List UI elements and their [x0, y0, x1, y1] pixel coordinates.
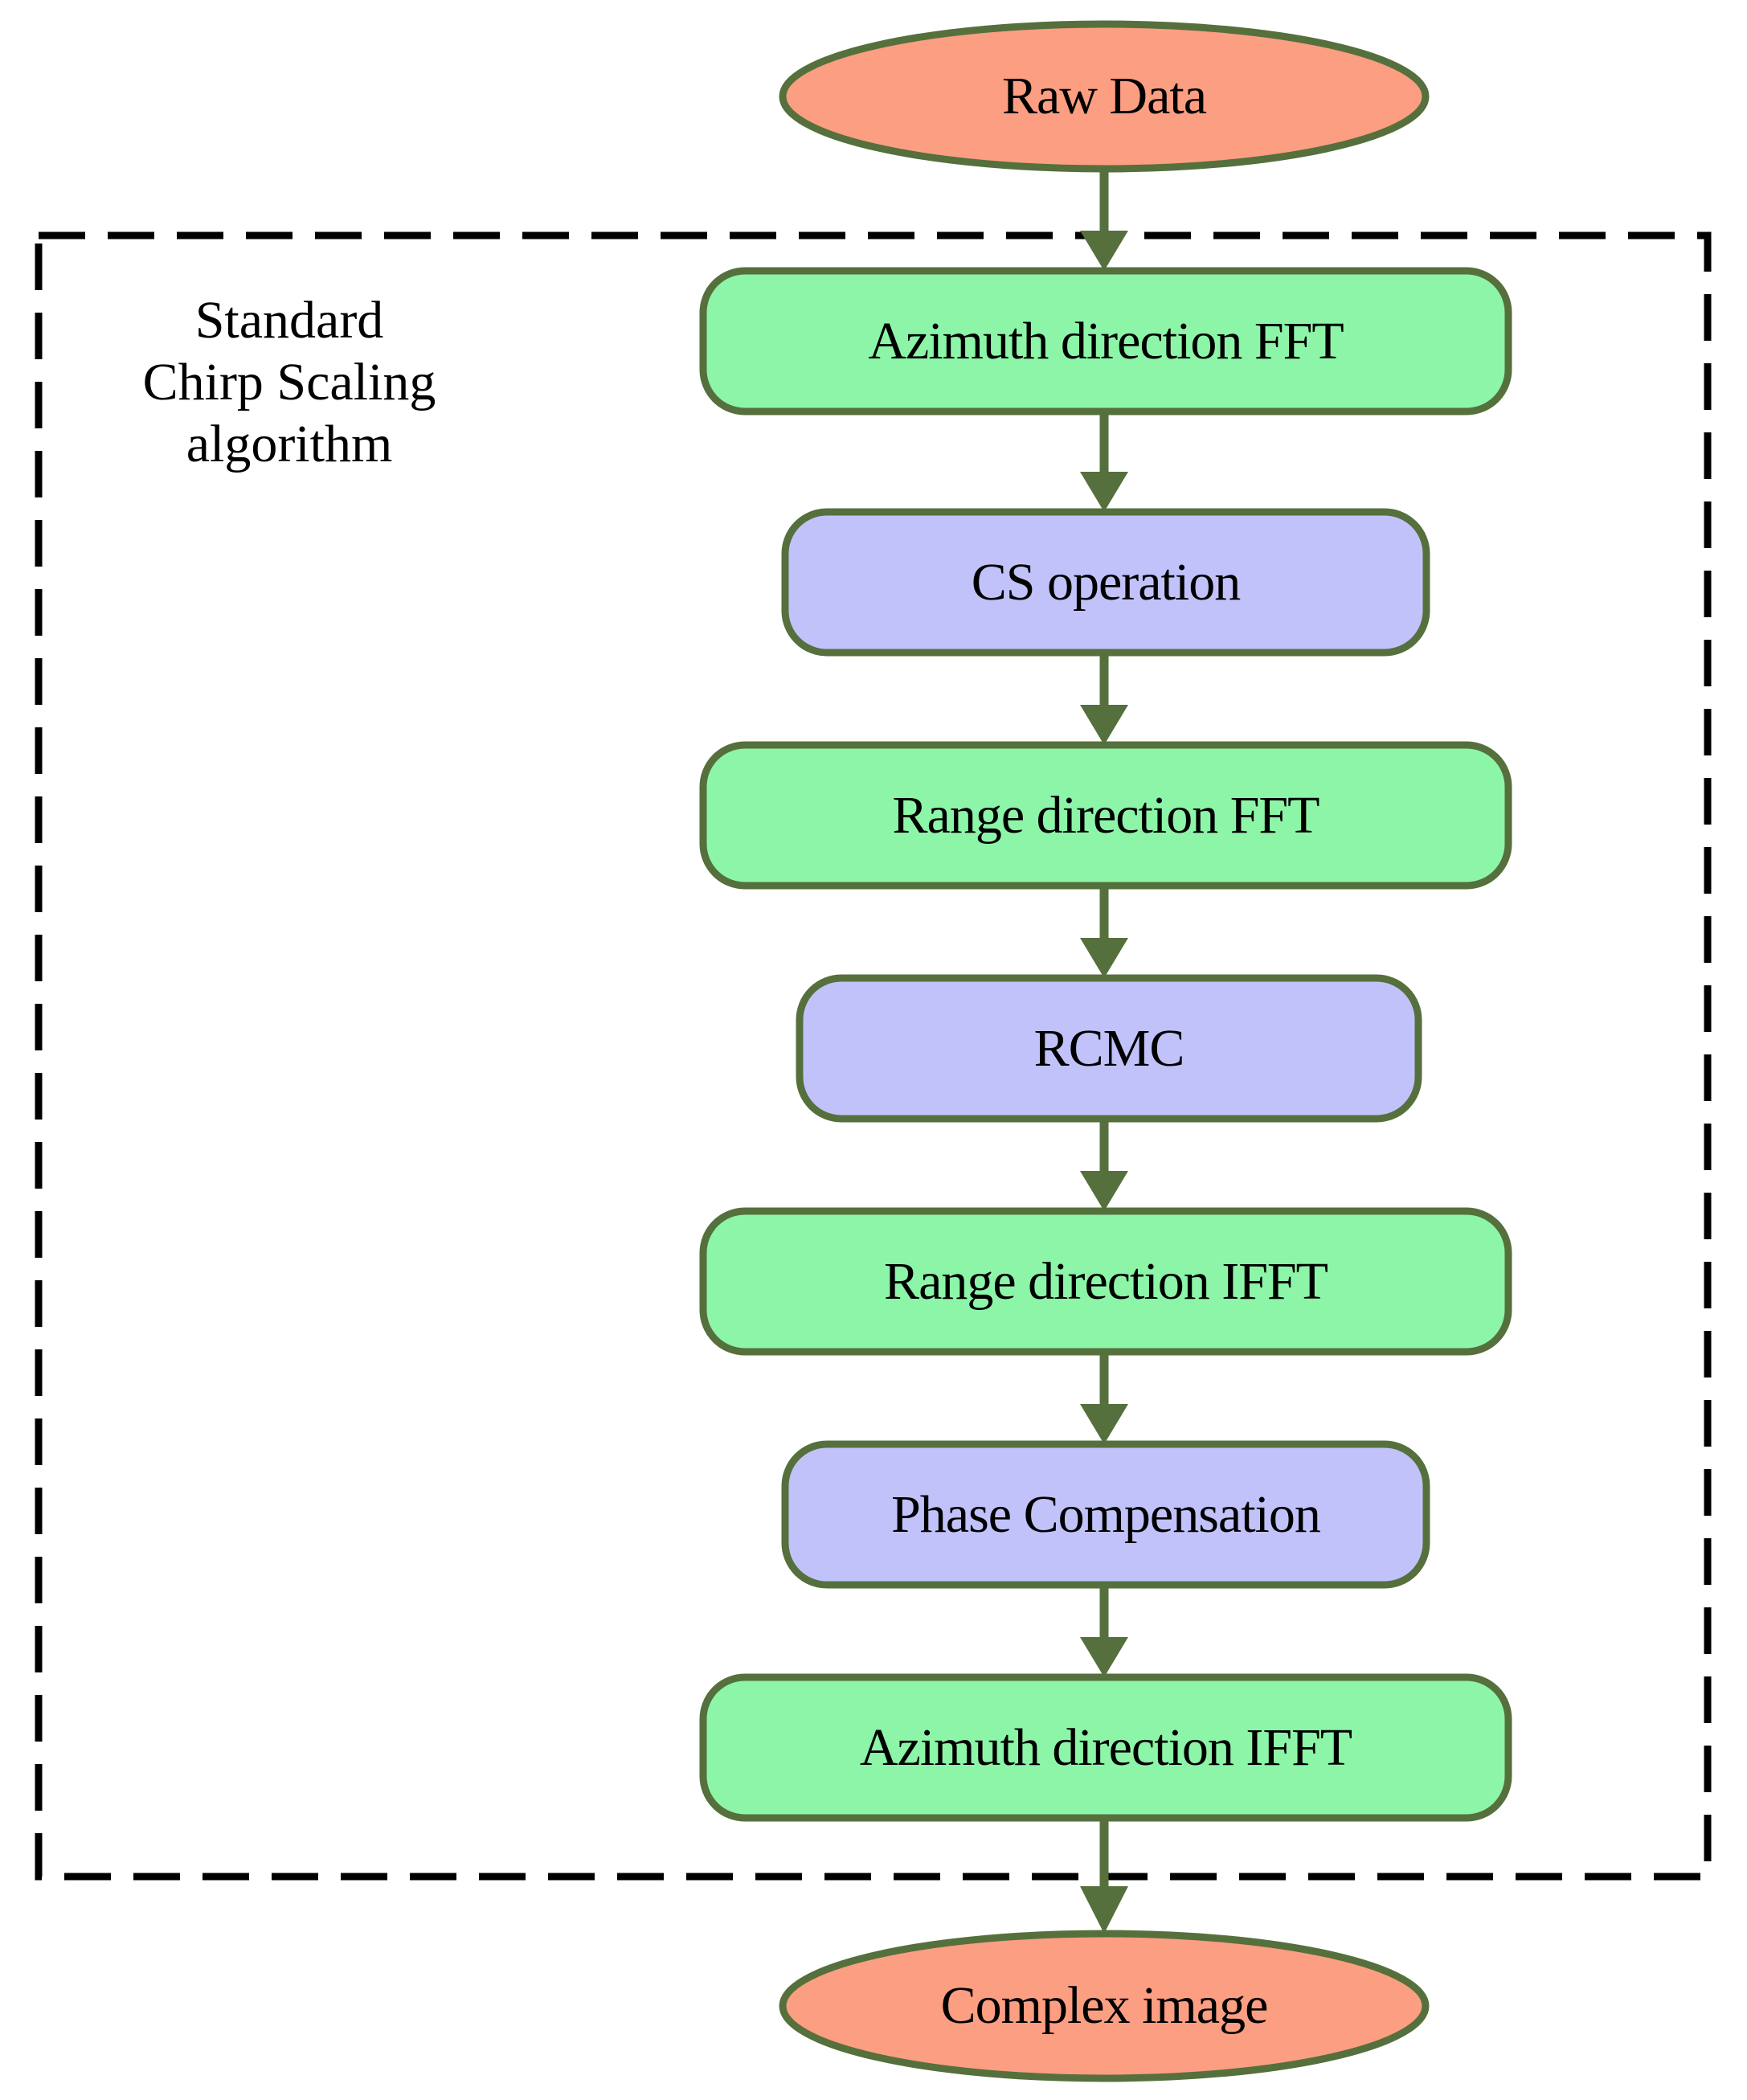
group-caption: Standard Chirp Scaling algorithm: [80, 289, 498, 476]
group-caption-line-2: Chirp Scaling: [142, 353, 436, 412]
edge-rcmc-to-range-ifft: [1080, 1119, 1128, 1211]
group-boundary-dashed-rect: [35, 231, 1712, 1881]
edge-range-fft-to-rcmc: [1080, 886, 1128, 978]
node-complex-image[interactable]: [779, 1930, 1430, 2082]
node-azimuth-fft[interactable]: [699, 267, 1512, 415]
node-raw-data[interactable]: [779, 20, 1430, 173]
node-cs-operation[interactable]: [781, 508, 1430, 657]
edge-range-ifft-to-phase-compensation: [1080, 1352, 1128, 1444]
group-caption-line-1: Standard: [194, 291, 384, 350]
edge-raw-data-to-azimuth-fft: [1080, 169, 1128, 271]
node-azimuth-ifft[interactable]: [699, 1673, 1512, 1822]
edge-azimuth-ifft-to-complex-image: [1080, 1818, 1128, 1934]
node-range-ifft[interactable]: [699, 1207, 1512, 1356]
node-phase-compensation[interactable]: [781, 1440, 1430, 1589]
group-caption-line-3: algorithm: [186, 415, 393, 474]
edge-cs-operation-to-range-fft: [1080, 653, 1128, 745]
edge-azimuth-fft-to-cs-operation: [1080, 411, 1128, 512]
node-rcmc[interactable]: [796, 974, 1422, 1123]
edge-phase-compensation-to-azimuth-ifft: [1080, 1585, 1128, 1677]
node-range-fft[interactable]: [699, 741, 1512, 890]
